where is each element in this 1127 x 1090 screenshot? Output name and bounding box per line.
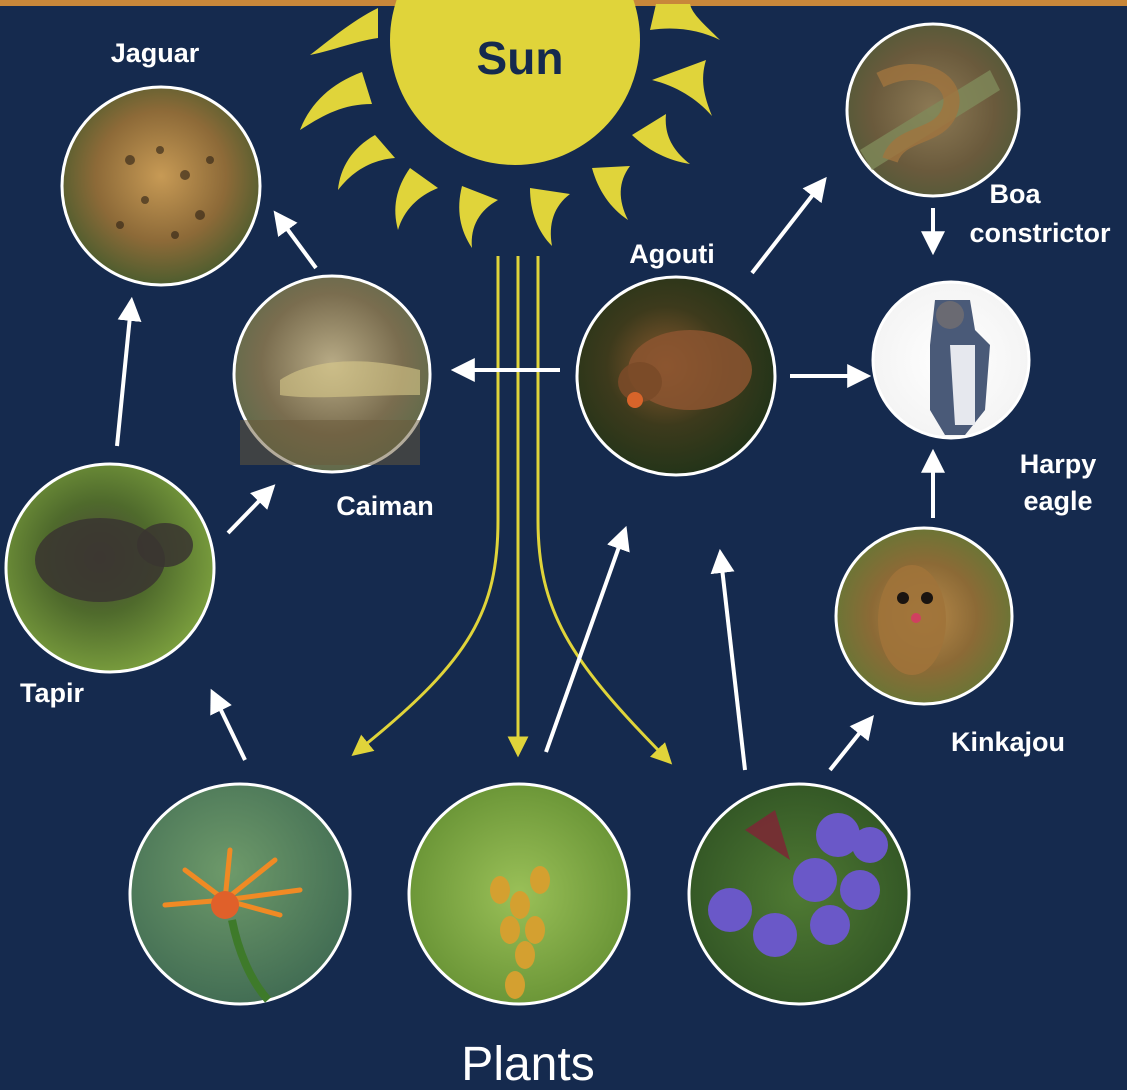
harpy-label-line1: Harpy (1020, 449, 1097, 479)
purple-berries-photo (689, 784, 909, 1004)
caiman-photo (234, 276, 430, 472)
sun-label: Sun (477, 32, 564, 84)
arrow-agouti-to-boa (752, 192, 815, 273)
arrow-tapir-to-jaguar (117, 316, 130, 446)
tapir-label: Tapir (20, 678, 84, 708)
agouti-label: Agouti (629, 239, 714, 269)
arrow-tapir-to-caiman (228, 498, 262, 533)
boa-constrictor-photo (847, 24, 1019, 196)
arrow-seeds-to-agouti (546, 544, 620, 752)
boa-label-line2: constrictor (969, 218, 1111, 248)
plants-label: Plants (461, 1038, 594, 1090)
arrow-berries-to-kinkajou (830, 730, 862, 770)
jaguar-photo (62, 87, 260, 285)
arrow-berries-to-agouti (722, 568, 745, 770)
feeding-arrows (117, 192, 933, 770)
agouti-photo (577, 277, 775, 475)
boa-label-line1: Boa (989, 179, 1041, 209)
seed-pods-photo (409, 784, 629, 1004)
jaguar-label: Jaguar (111, 38, 200, 68)
arrow-flower-to-tapir (219, 706, 245, 760)
kinkajou-label: Kinkajou (951, 727, 1065, 757)
harpy-label-line2: eagle (1023, 486, 1092, 516)
harpy-eagle-photo (873, 282, 1029, 438)
caiman-label: Caiman (336, 491, 434, 521)
kinkajou-photo (836, 528, 1012, 704)
arrow-caiman-to-jaguar (285, 226, 316, 268)
orange-flower-photo (130, 784, 350, 1004)
tapir-photo (6, 464, 214, 672)
